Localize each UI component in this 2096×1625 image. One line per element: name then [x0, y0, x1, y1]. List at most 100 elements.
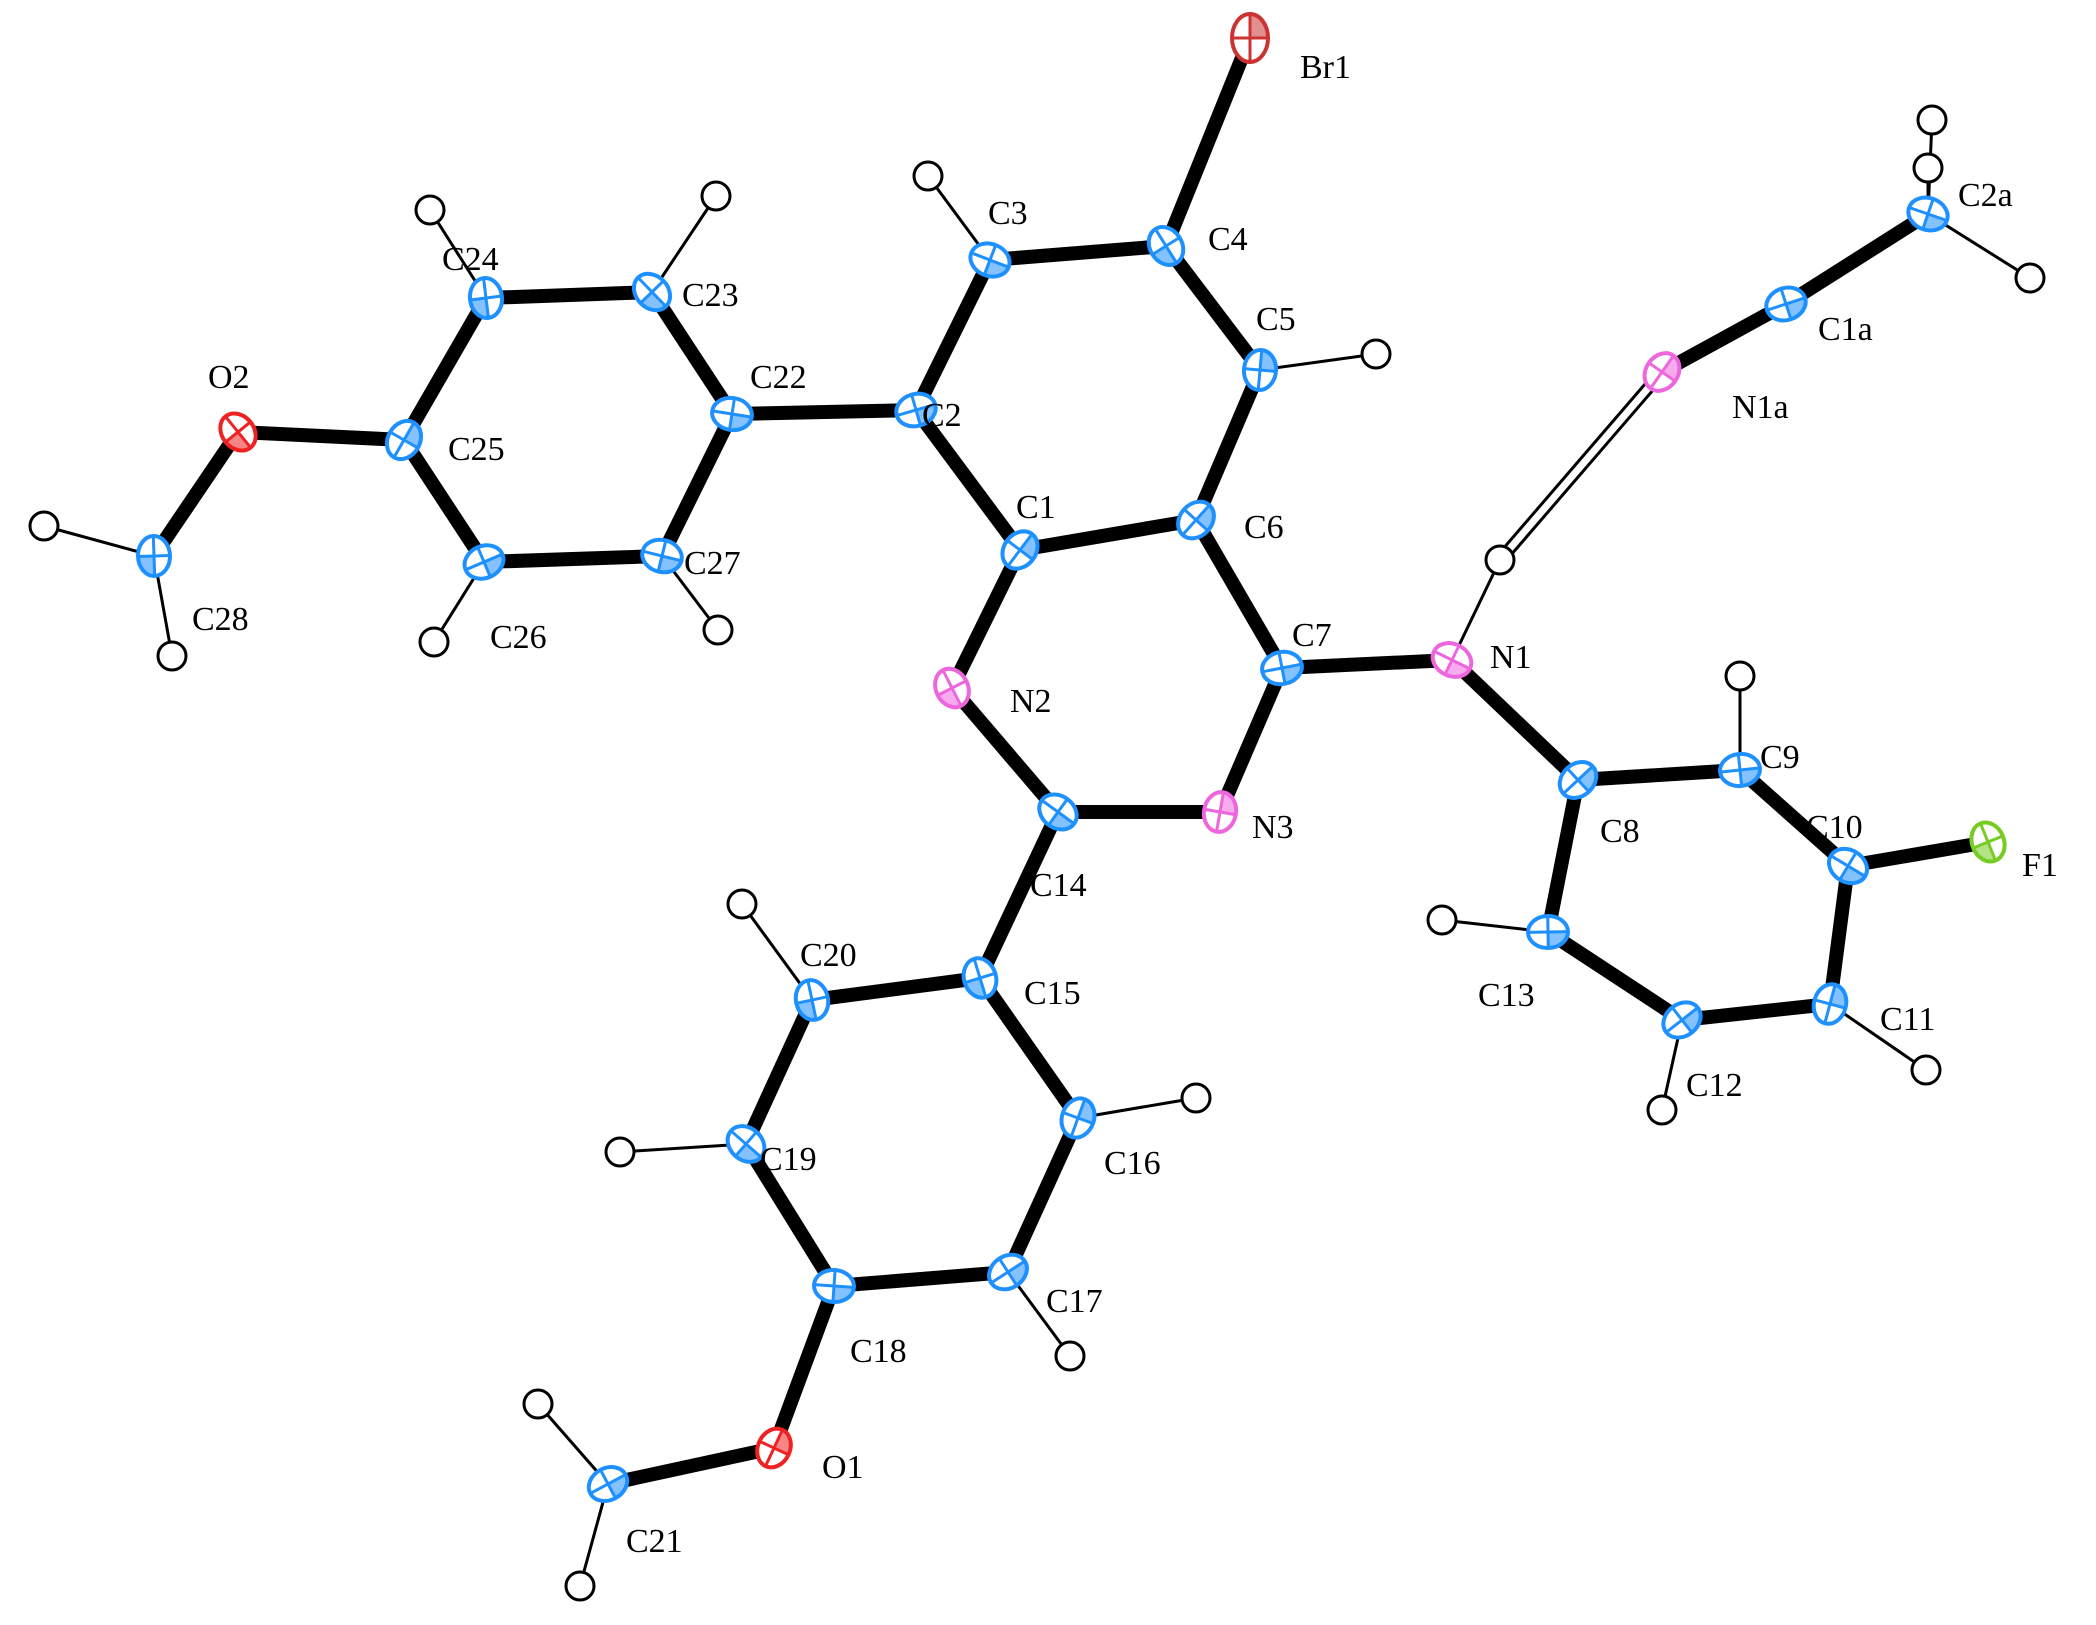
label-N1: N1 [1490, 639, 1532, 676]
hydrogen-atom-C24-14 [414, 194, 446, 226]
bond-C11-H4 [1828, 1002, 1928, 1072]
atom-C17 [987, 1252, 1029, 1292]
label-C26: C26 [490, 619, 547, 656]
label-O2: O2 [208, 359, 250, 396]
hydrogen-atoms-layer [28, 104, 2046, 1602]
hydrogen-atom-C28-17 [28, 510, 60, 542]
bond-C14-C15 [973, 805, 1065, 985]
bond-C5-C4 [1159, 239, 1267, 377]
label-C2: C2 [922, 397, 962, 434]
hydrogen-atom-C3-0 [912, 160, 944, 192]
label-C15: C15 [1024, 975, 1081, 1012]
hbond-rail [1512, 388, 1655, 554]
atom-octant-shading-C11 [1830, 984, 1847, 1009]
atom-C11 [1811, 982, 1849, 1026]
bond-C19-C20 [739, 993, 819, 1151]
atom-octant-shading-C5 [1260, 350, 1276, 372]
atom-octant-shading-C2a [1922, 214, 1947, 231]
label-C23: C23 [682, 277, 739, 314]
hbond-dash-gap [1564, 473, 1575, 485]
hydrogen-atom-C9-3 [1724, 660, 1756, 692]
label-Br1: Br1 [1300, 49, 1351, 86]
hydrogen-atom-C16-7 [1180, 1082, 1212, 1114]
atom-octant-shading-C17 [1008, 1261, 1027, 1286]
label-C28: C28 [192, 601, 249, 638]
hydrogen-atom-C2a-19 [1916, 104, 1948, 136]
atom-C16 [1059, 1096, 1097, 1140]
label-N1a: N1a [1732, 389, 1789, 426]
atom-octant-shading-C25 [404, 422, 422, 448]
atom-C4 [1146, 225, 1186, 267]
atom-C5 [1241, 348, 1279, 392]
bond-C19-H9 [618, 1142, 748, 1154]
hydrogen-atom-C2a-20 [2014, 262, 2046, 294]
atom-N2 [933, 666, 971, 710]
atom-principal-axis-C18 [831, 1269, 837, 1303]
atom-C12 [1661, 1000, 1703, 1040]
hydrogen-atom-C21-11 [522, 1388, 554, 1420]
label-C1: C1 [1016, 489, 1056, 526]
label-C4: C4 [1208, 221, 1248, 258]
label-N2: N2 [1010, 683, 1052, 720]
bond-C25-C26 [397, 433, 491, 569]
hydrogen-atom-C11-4 [1910, 1054, 1942, 1086]
atom-octant-shading-O1 [774, 1429, 791, 1455]
bond-C25-O2 [231, 425, 411, 447]
atom-C2a [1906, 195, 1950, 233]
hydrogen-atom-C26-15 [418, 626, 450, 658]
atom-octant-shading-C16 [1078, 1099, 1095, 1124]
atom-octant-shading-C23 [640, 292, 666, 311]
bond-C18-C19 [739, 1137, 841, 1293]
bond-C24-C25 [397, 291, 493, 447]
atom-octant-shading-F1 [1973, 842, 1996, 862]
label-C6: C6 [1244, 509, 1284, 546]
bond-C1a-C2a [1779, 207, 1935, 311]
hbond-dash-gap [1623, 405, 1634, 417]
atom-octant-shading-C24 [470, 298, 489, 318]
hydrogen-bond-contact [1504, 382, 1655, 554]
atom-octant-shading-C22 [729, 414, 752, 431]
bond-C18-O1 [767, 1279, 841, 1455]
hydrogen-atom-C17-8 [1054, 1340, 1086, 1372]
hbond-dash-gap [1584, 451, 1595, 463]
atom-C3 [968, 241, 1012, 279]
atom-F1 [1969, 820, 2007, 864]
label-C11: C11 [1880, 1001, 1935, 1038]
bond-C3-C2 [909, 253, 997, 417]
labels-layer: Br1 C1 C2 C3 C4 C5 C6 C7 N1 N2 N3 C8 C9 … [192, 49, 2058, 1560]
atom-C2 [894, 391, 938, 429]
atom-octant-shading-C1 [1020, 534, 1038, 560]
atom-N1a [1642, 351, 1682, 393]
atom-C21 [586, 1465, 630, 1503]
bond-C10-C11 [1823, 859, 1855, 1011]
bond-C13-C8 [1541, 773, 1585, 939]
bond-C10-F1 [1841, 835, 1995, 873]
label-C7: C7 [1292, 617, 1332, 654]
bond-N3-C7 [1213, 661, 1289, 819]
atom-octant-shading-C2 [916, 404, 936, 426]
bond-Br1-C4 [1159, 31, 1257, 253]
atom-C15 [961, 956, 999, 1000]
bond-C7-C6 [1189, 513, 1289, 675]
bond-C28-H17 [42, 524, 156, 558]
atom-octant-shading-N1a [1662, 355, 1680, 382]
hbond-dash-gap [1593, 439, 1604, 451]
atom-O2 [218, 411, 258, 453]
bond-C12-C13 [1541, 925, 1689, 1027]
atom-octant-shading-N2 [937, 688, 962, 708]
atom-C22 [710, 395, 754, 433]
hydrogen-bonds-layer [42, 118, 2032, 1588]
atom-octant-shading-C15 [964, 978, 986, 998]
hbond-dash-gap [1545, 496, 1556, 508]
label-C8: C8 [1600, 813, 1640, 850]
bond-C17-C18 [827, 1265, 1015, 1293]
hbond-dash-gap [1632, 394, 1643, 406]
atom-C10 [1826, 846, 1870, 886]
atom-octant-shading-N1 [1444, 660, 1470, 677]
atom-C13 [1526, 913, 1570, 951]
atom-octant-shading-C10 [1839, 866, 1866, 884]
label-C27: C27 [684, 545, 741, 582]
atom-C19 [725, 1124, 767, 1164]
atom-C6 [1176, 499, 1216, 541]
hydrogen-atom-C2a-21 [1912, 152, 1944, 184]
